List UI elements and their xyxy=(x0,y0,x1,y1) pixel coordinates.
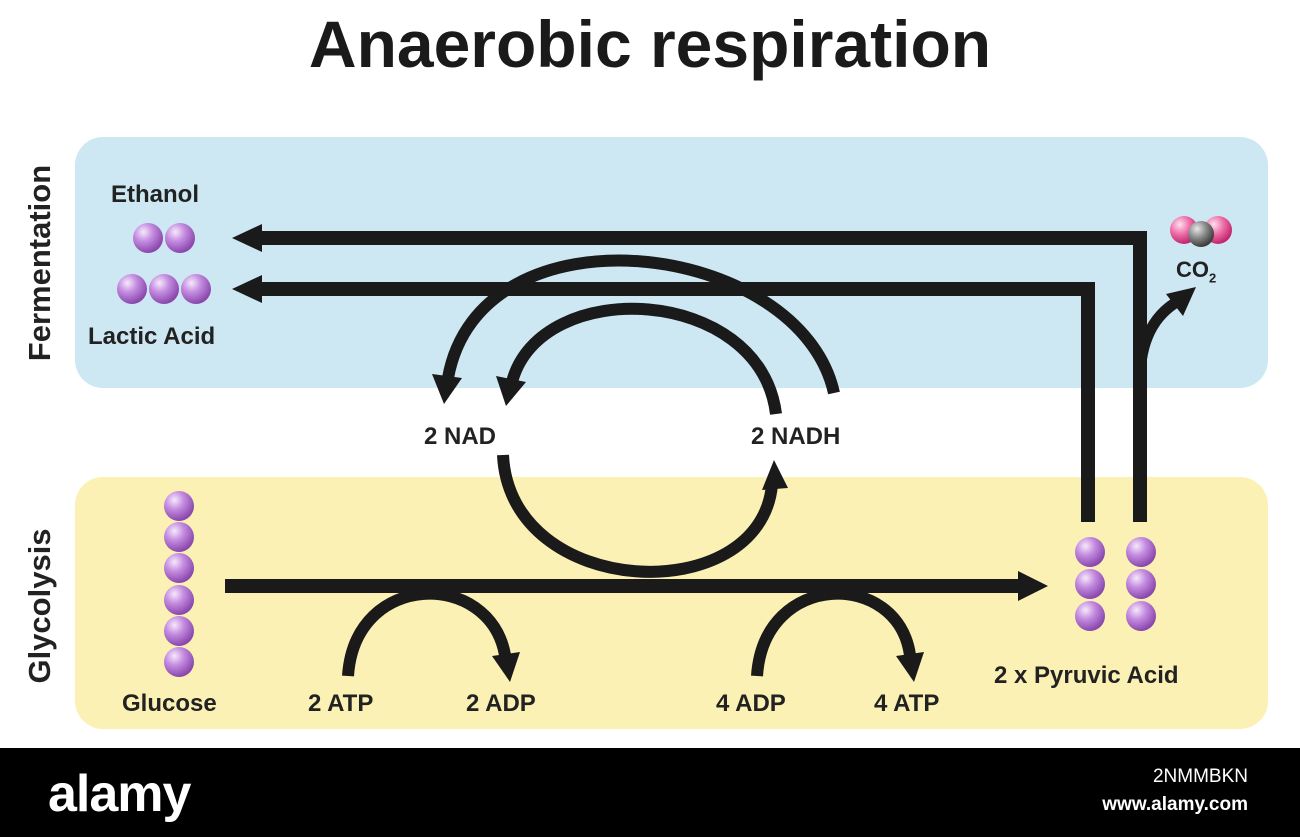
pyruvic-acid-label: 2 x Pyruvic Acid xyxy=(994,662,1179,689)
nad-inner-arrowhead xyxy=(496,376,526,406)
ethanol-molecule xyxy=(133,223,195,253)
ethanol-label: Ethanol xyxy=(111,181,199,208)
adp-to-atp-arc xyxy=(751,587,916,677)
brand-logo: alamy xyxy=(48,765,191,823)
pyruvic-to-lactic-arrow xyxy=(258,282,1095,522)
nad-to-nadh-loop xyxy=(497,454,778,578)
glycolysis-main-arrowhead xyxy=(1018,571,1048,601)
nadh-to-nad-inner-arc xyxy=(506,302,782,415)
nadh-arrowhead xyxy=(762,460,788,490)
co2-release-arrow xyxy=(1134,295,1183,381)
atp-input-label: 2 ATP xyxy=(308,690,374,717)
nad-label: 2 NAD xyxy=(424,423,497,450)
adp-input-label: 4 ADP xyxy=(716,690,786,717)
site-url: www.alamy.com xyxy=(1102,794,1248,815)
page-title: Anaerobic respiration xyxy=(308,7,992,81)
watermark-footer: alamy 2NMMBKN www.alamy.com xyxy=(0,748,1300,837)
pyruvic-to-ethanol-arrow xyxy=(258,231,1147,522)
co2-label-main: CO xyxy=(1176,257,1209,282)
lactic-arrowhead xyxy=(232,275,262,303)
atp-to-adp-arc xyxy=(342,587,511,677)
co2-arrowhead xyxy=(1166,287,1196,316)
nad-outer-arrowhead xyxy=(432,374,462,404)
pyruvic-acid-molecule-left xyxy=(1075,537,1105,631)
co2-molecule xyxy=(1170,216,1232,247)
nadh-label: 2 NADH xyxy=(751,423,841,450)
co2-label-subscript: 2 xyxy=(1209,270,1217,286)
atp-arrowhead xyxy=(896,652,924,682)
glucose-label: Glucose xyxy=(122,690,217,717)
pyruvic-acid-molecule-right xyxy=(1126,537,1156,631)
glucose-molecule xyxy=(164,491,194,677)
adp-output-label: 2 ADP xyxy=(466,690,536,717)
lactic-acid-molecule xyxy=(117,274,211,304)
nadh-to-nad-outer-arc xyxy=(442,254,840,395)
atp-output-label: 4 ATP xyxy=(874,690,940,717)
ethanol-arrowhead xyxy=(232,224,262,252)
co2-label: CO2 xyxy=(1176,257,1216,285)
image-id: 2NMMBKN xyxy=(1152,766,1248,787)
adp-arrowhead xyxy=(492,652,520,682)
lactic-acid-label: Lactic Acid xyxy=(88,323,216,350)
glycolysis-panel xyxy=(75,477,1268,729)
